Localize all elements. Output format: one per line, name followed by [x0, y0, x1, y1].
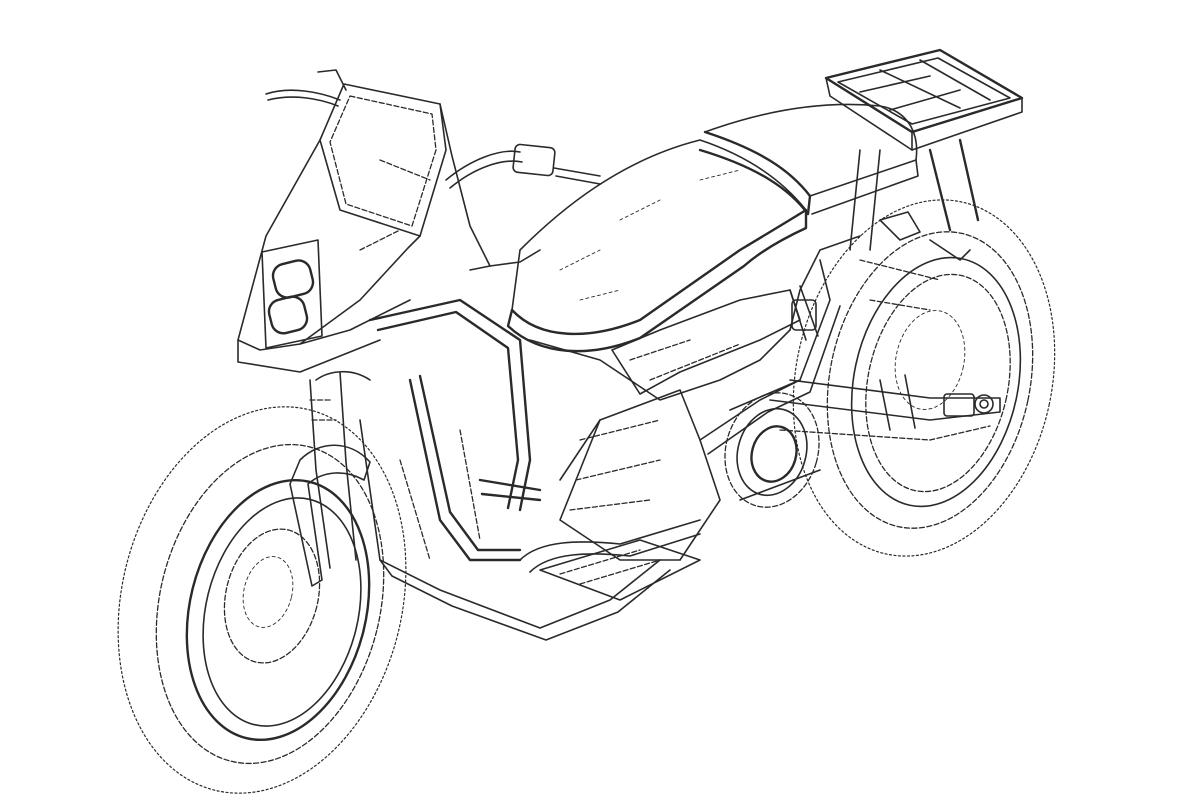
rear-suspension: [789, 211, 971, 341]
rear-wheel: [792, 199, 1056, 557]
rear-hub: [894, 310, 966, 410]
headlight-upper: [271, 259, 315, 299]
rear-axle: [974, 394, 994, 414]
crash-bars: [368, 298, 542, 562]
headlight-lower: [267, 295, 309, 335]
rear-rim: [850, 256, 1022, 508]
front-rim-inner: [202, 497, 362, 727]
front-fender: [289, 444, 371, 587]
front-tire-outer: [117, 406, 407, 794]
floorboard: [539, 539, 701, 601]
rear-rim-inner: [865, 273, 1011, 493]
windscreen: [319, 83, 447, 237]
rear-rack: [824, 48, 1024, 251]
motor-cover: [736, 407, 808, 497]
seat: [506, 103, 919, 353]
front-tire-inner: [155, 443, 385, 765]
front-wheel: [117, 406, 407, 794]
rear-axle-inner: [979, 399, 989, 409]
front-fairing: [237, 83, 491, 373]
swingarm: [769, 374, 1001, 441]
motor-hub: [724, 379, 821, 508]
rear-tire-outer: [792, 199, 1056, 557]
rear-seat: [704, 103, 918, 197]
rear-tire-inner: [826, 231, 1034, 529]
front-disc: [223, 528, 321, 664]
motor-cover-outer: [724, 392, 820, 508]
front-fork: [289, 370, 371, 587]
handlebar: [265, 69, 601, 267]
frame: [359, 235, 861, 641]
front-hub: [242, 556, 294, 628]
motor-center: [750, 425, 798, 483]
